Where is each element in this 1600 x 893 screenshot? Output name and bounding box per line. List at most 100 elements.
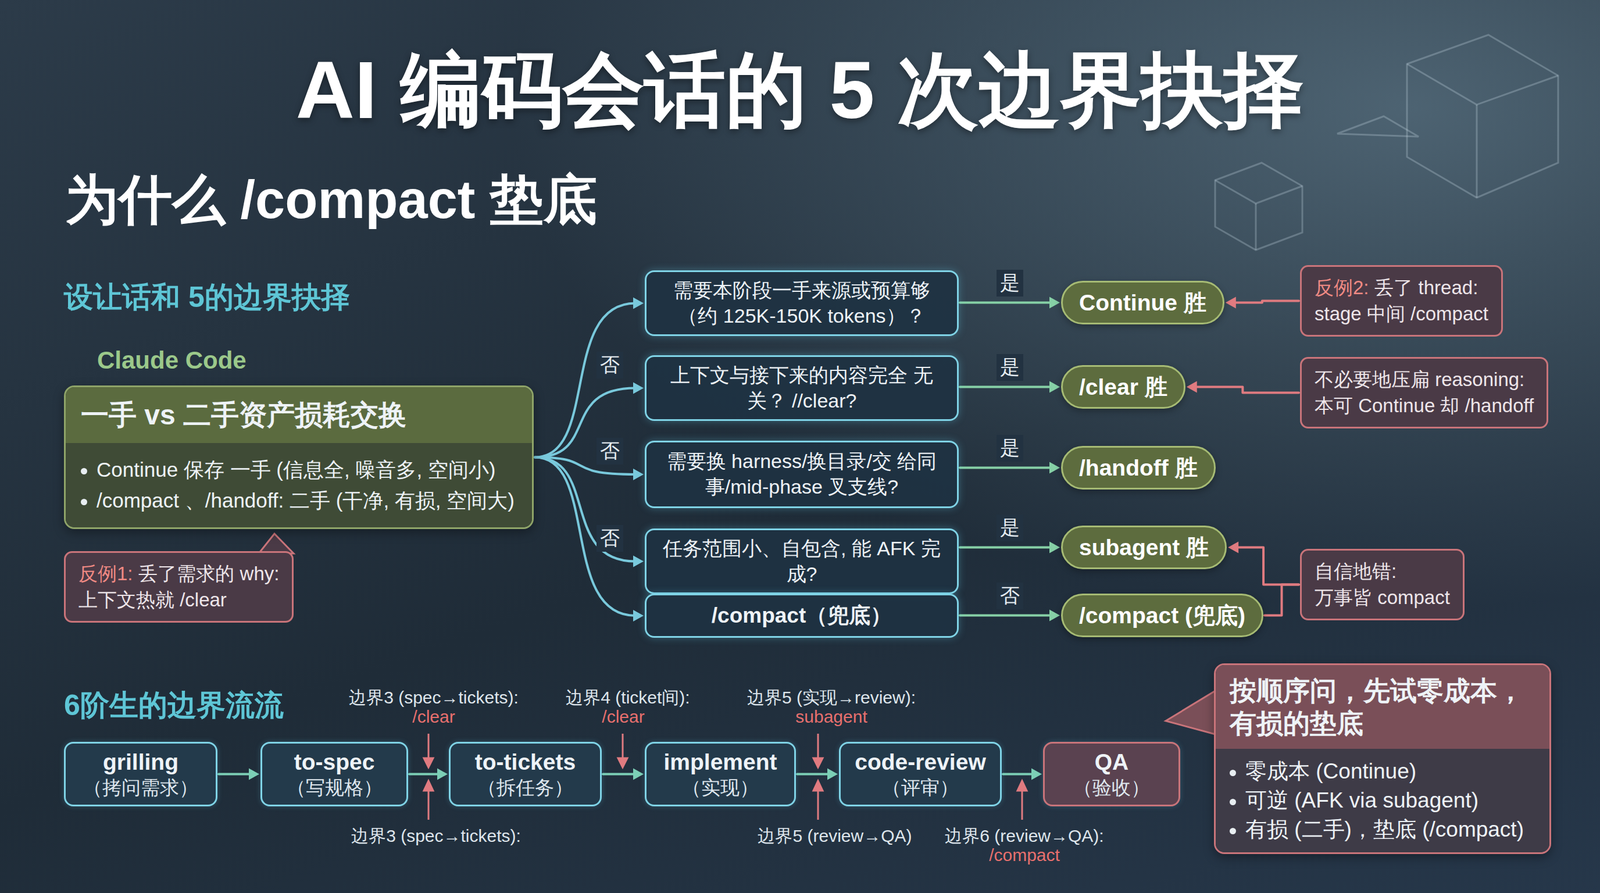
stage-subtitle: （写规格） <box>286 776 383 800</box>
bullet-row: 零成本 (Continue) <box>1229 756 1536 787</box>
connector <box>534 457 644 623</box>
callout-box: 反例1:丢了需求的 why:上下文热就 /clear <box>63 551 294 623</box>
arrowhead <box>618 758 628 768</box>
node-text: /compact（兜底） <box>711 601 892 630</box>
label: 边界5 (review→QA) <box>757 824 912 849</box>
connector-line <box>218 773 252 776</box>
callout-text: 自信地错: <box>1314 560 1397 582</box>
label: 边界3 (spec→tickets): <box>348 686 519 710</box>
label: 边界6 (review→QA): <box>944 824 1104 849</box>
arrowhead <box>423 758 434 768</box>
stage-subtitle: （拷问需求） <box>83 776 199 800</box>
heading: 一手 vs 二手资产损耗交换 <box>80 397 517 433</box>
connector-line <box>959 466 1052 470</box>
arrowhead <box>1031 768 1042 781</box>
result-pill: Continue 胜 <box>1061 280 1225 325</box>
box-body: 零成本 (Continue)可逆 (AFK via subagent)有损 (二… <box>1215 748 1550 853</box>
stage-subtitle: （实现） <box>681 776 759 800</box>
bullet-text: Continue 保存 一手 (信息全, 噪音多, 空间小) <box>96 458 496 481</box>
leader-line <box>1021 789 1024 820</box>
arrowhead <box>633 468 644 481</box>
connector-line <box>534 457 636 562</box>
arrowhead <box>437 768 448 781</box>
callout-bubble: 按顺序问，先试零成本， 有损的垫底零成本 (Continue)可逆 (AFK v… <box>1213 663 1552 855</box>
connector <box>534 297 644 458</box>
connector-line <box>959 546 1052 549</box>
connector-line <box>1194 387 1299 394</box>
connector-line <box>959 301 1052 305</box>
edge-label: 否 <box>596 351 624 379</box>
arrowhead <box>1049 541 1060 554</box>
edge-label: 是 <box>996 434 1024 462</box>
connector-line <box>602 773 636 776</box>
box-header: 按顺序问，先试零成本， 有损的垫底 <box>1215 665 1550 749</box>
callout-text: 丢了 thread: <box>1374 276 1478 299</box>
cube-edge <box>1406 63 1559 105</box>
cube-edge <box>1255 203 1257 250</box>
node-text: 需要本阶段一手来源或预算够 （约 125K-150K tokens）？ <box>656 277 947 329</box>
stage-subtitle: （评审） <box>881 776 959 800</box>
callout-line: 上下文热就 /clear <box>78 587 280 614</box>
arrowhead <box>633 609 644 622</box>
leader-line <box>427 733 430 760</box>
node-text: 任务范围小、自包含, 能 AFK 完成? <box>656 536 947 587</box>
leader-line <box>817 789 820 820</box>
callout-line: 万事皆 compact <box>1314 584 1450 612</box>
stage-name: QA <box>1094 748 1130 777</box>
callout-box: 不必要地压扁 reasoning:本可 Continue 却 /handoff <box>1300 356 1549 429</box>
title: AI 编码会话的 5 次边界抉择 <box>295 36 1305 147</box>
callout-line: stage 中间 /compact <box>1314 301 1489 328</box>
result-pill: /handoff 胜 <box>1061 445 1216 490</box>
connector-line <box>409 773 440 776</box>
stage-box: to-spec（写规格） <box>260 741 409 807</box>
node-text: subagent 胜 <box>1079 531 1209 564</box>
stage-name: to-spec <box>294 748 375 777</box>
label: 边界3 (spec→tickets): <box>351 824 521 849</box>
label: /clear <box>412 706 455 727</box>
callout-line: 本可 Continue 却 /handoff <box>1314 393 1534 420</box>
callout-line: 不必要地压扁 reasoning: <box>1314 366 1534 394</box>
stage-name: grilling <box>102 748 179 777</box>
callout-line: 反例2:丢了 thread: <box>1314 275 1489 302</box>
connector <box>218 768 260 781</box>
connector <box>534 457 644 568</box>
arrowhead <box>1227 541 1239 554</box>
bullet-dot <box>1229 769 1237 777</box>
cube-edge <box>1215 180 1303 204</box>
label: 6阶生的边界流流 <box>63 686 284 725</box>
connector <box>602 768 644 781</box>
arrowhead <box>1186 381 1198 394</box>
edge-label: 否 <box>596 437 624 465</box>
node-text: 需要换 harness/换目录/交 给同事/mid-phase 叉支线? <box>656 448 947 500</box>
label: 为什么 /compact 垫底 <box>65 163 598 237</box>
cube <box>1406 34 1559 198</box>
bullet-row: /compact 、/handoff: 二手 (干净, 有损, 空间大) <box>80 485 517 517</box>
connector <box>959 609 1060 622</box>
label: /compact <box>988 845 1060 866</box>
boundary-leaders <box>423 733 1027 820</box>
connector <box>959 297 1060 309</box>
label: Claude Code <box>97 346 247 375</box>
arrowhead <box>633 768 644 781</box>
leader-line <box>427 789 430 820</box>
node-text: Continue 胜 <box>1079 287 1207 319</box>
callout-box: 反例2:丢了 thread:stage 中间 /compact <box>1300 265 1503 337</box>
node-text: /clear 胜 <box>1079 371 1168 403</box>
callout-text: 上下文热就 /clear <box>78 588 227 611</box>
edge-label: 是 <box>996 269 1024 297</box>
stage-box: code-review（评审） <box>838 741 1002 807</box>
connector <box>1186 381 1299 394</box>
callout-text: 反例2: <box>1314 276 1370 299</box>
result-pill: /clear 胜 <box>1061 365 1186 409</box>
label: 边界4 (ticket间): <box>565 686 690 710</box>
callout-text: 丢了需求的 why: <box>138 562 280 585</box>
bullet-text: 可逆 (AFK via subagent) <box>1245 788 1479 813</box>
cube-edge <box>1337 116 1419 137</box>
bullet-row: 可逆 (AFK via subagent) <box>1229 786 1536 816</box>
connector <box>409 768 448 781</box>
connector <box>1002 768 1042 781</box>
arrowhead <box>1049 297 1060 309</box>
arrowhead <box>633 297 644 310</box>
arrowhead <box>248 768 260 781</box>
connector <box>534 382 644 458</box>
